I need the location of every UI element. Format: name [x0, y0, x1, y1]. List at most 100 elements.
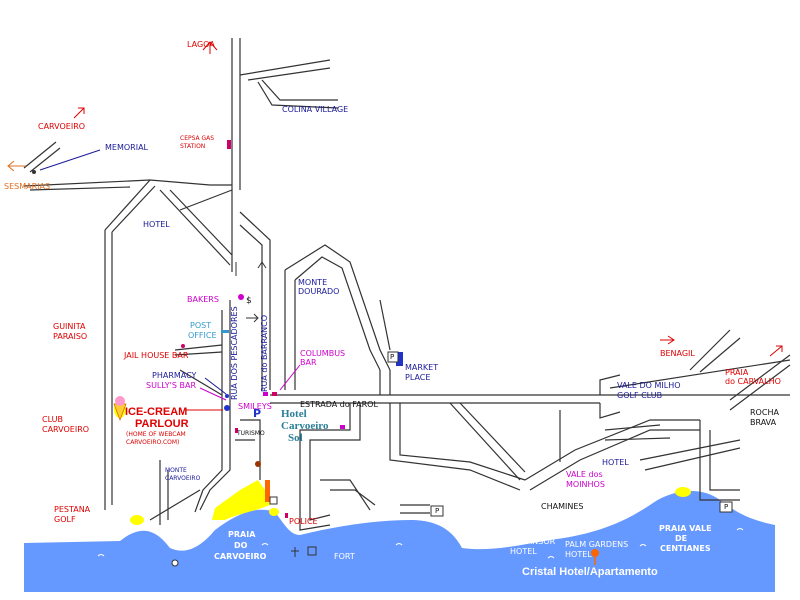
label-police: POLICE — [289, 517, 318, 526]
beach-pestana — [130, 515, 144, 525]
jailhouse-marker — [181, 344, 185, 348]
label-vale-moinhos-2: MOINHOS — [566, 480, 605, 489]
label-hotel-top: HOTEL — [143, 220, 170, 229]
roads — [23, 38, 791, 531]
label-p-far-right: P — [724, 503, 729, 511]
label-rocha-1: ROCHA — [750, 408, 779, 417]
label-rocha-2: BRAVA — [750, 418, 777, 427]
label-estrada: ESTRADA do FAROL — [300, 400, 378, 409]
label-sullys: SULLY'S BAR — [146, 381, 197, 390]
label-pharmacy: PHARMACY — [152, 371, 197, 380]
label-monte-carvoeiro-2: CARVOEIRO — [165, 475, 201, 482]
label-rua-barranco: RUA do BARRANCO — [260, 314, 269, 392]
smileys-marker — [263, 392, 268, 396]
label-colina-village: COLINA VILLAGE — [282, 105, 349, 114]
label-ice-cream-2: PARLOUR — [135, 418, 189, 430]
label-benagil: BENAGIL — [660, 349, 695, 358]
label-market-1: MARKET — [405, 363, 439, 372]
label-fort: FORT — [334, 552, 355, 561]
label-praia-carvalho-1: PRAIA — [725, 368, 749, 377]
pharmacy-marker — [225, 394, 229, 398]
label-columbus-1: COLUMBUS — [300, 349, 346, 358]
post-marker — [221, 330, 229, 333]
beach-small — [269, 508, 279, 516]
bakers-marker — [238, 294, 244, 300]
beach-centianes — [675, 487, 691, 497]
label-hotel-sol-2: Carvoeiro — [281, 420, 329, 432]
label-guinita-2: PARAISO — [53, 332, 88, 341]
label-praia-carvoeiro-2: DO — [234, 541, 248, 550]
building-1 — [265, 480, 270, 502]
label-p-right: P — [435, 507, 440, 515]
arrows — [7, 41, 783, 357]
label-pestana-1: PESTANA — [54, 505, 91, 514]
palm-gardens-marker — [591, 549, 599, 557]
memorial-pointer — [39, 149, 101, 171]
label-post-2: OFFICE — [188, 331, 217, 340]
label-home-webcam-2: CARVOEIRO.COM) — [126, 439, 180, 446]
label-hotel-right: HOTEL — [602, 458, 629, 467]
label-smileys: SMILEYS — [238, 402, 272, 411]
label-monte-dourado-2: DOURADO — [298, 287, 340, 296]
label-p-center: P — [253, 407, 262, 420]
label-vale-milho-1: VALE DO MILHO — [617, 381, 681, 390]
label-ice-cream-1: ICE-CREAM — [125, 406, 188, 418]
label-praia-vale-2: DE — [675, 534, 688, 543]
label-home-webcam-1: (HOME OF WEBCAM — [126, 431, 186, 438]
label-bakers: BAKERS — [187, 295, 219, 304]
label-market-2: PLACE — [405, 373, 431, 382]
label-columbus-2: BAR — [300, 358, 317, 367]
label-monte-carvoeiro-1: MONTE — [165, 467, 187, 474]
label-cepsa-1: CEPSA GAS — [180, 135, 215, 142]
label-almansor-2: HOTEL — [510, 547, 537, 556]
label-almansor-1: ALMANSOR — [510, 537, 556, 546]
columbus-pointer — [279, 364, 301, 391]
sea — [24, 490, 775, 592]
beach-praia-do-carvoeiro — [212, 480, 270, 520]
memorial-marker — [32, 170, 36, 174]
label-chamines: CHAMINES — [541, 502, 584, 511]
label-market-p: P — [390, 353, 395, 361]
label-lagoa: LAGOA — [187, 40, 215, 49]
building-3 — [307, 546, 317, 556]
icecream-marker — [224, 405, 230, 411]
label-praia-carvalho-2: do CARVALHO — [725, 377, 781, 386]
label-hotel-sol-1: Hotel — [281, 408, 307, 420]
label-sesmarias: SESMARIAS — [4, 182, 51, 191]
hotel-sol-marker — [340, 425, 345, 429]
sullys-pointer — [199, 387, 227, 401]
label-cristal: Cristal Hotel/Apartamento — [522, 566, 658, 578]
label-palm-2: HOTEL — [565, 550, 592, 559]
label-praia-vale-3: CENTIANES — [660, 544, 711, 553]
pharmacy-pointer — [204, 377, 227, 395]
p-box-right — [430, 505, 444, 517]
label-dollar: $ — [246, 296, 252, 306]
label-rua-pescadores: RUA DOS PESCADORES — [230, 306, 239, 400]
label-pestana-2: GOLF — [54, 515, 76, 524]
label-praia-carvoeiro-3: CARVOEIRO — [214, 552, 267, 561]
label-club-2: CARVOEIRO — [42, 425, 90, 434]
market-marker — [396, 352, 403, 366]
markers — [32, 140, 744, 567]
waves — [97, 528, 744, 559]
label-guinita-1: GUINITA — [53, 322, 86, 331]
label-memorial: MEMORIAL — [105, 143, 149, 152]
label-club-1: CLUB — [42, 415, 63, 424]
building-2 — [269, 496, 278, 505]
label-turismo: TURISMO — [237, 430, 265, 437]
label-carvoeiro: CARVOEIRO — [38, 122, 86, 131]
label-hotel-sol-3: Sol — [288, 432, 303, 444]
label-post-1: POST — [190, 321, 212, 330]
label-monte-dourado-1: MONTE — [298, 278, 328, 287]
small-island — [171, 559, 179, 567]
turismo-marker — [235, 428, 238, 433]
label-praia-carvoeiro-1: PRAIA — [228, 530, 256, 539]
columbus-marker — [272, 392, 277, 396]
label-vale-moinhos-1: VALE dos — [566, 470, 603, 479]
label-vale-milho-2: GOLF CLUB — [617, 391, 663, 400]
cepsa-marker — [227, 140, 231, 149]
label-palm-1: PALM GARDENS — [565, 540, 629, 549]
p-box-far-right — [719, 501, 733, 513]
